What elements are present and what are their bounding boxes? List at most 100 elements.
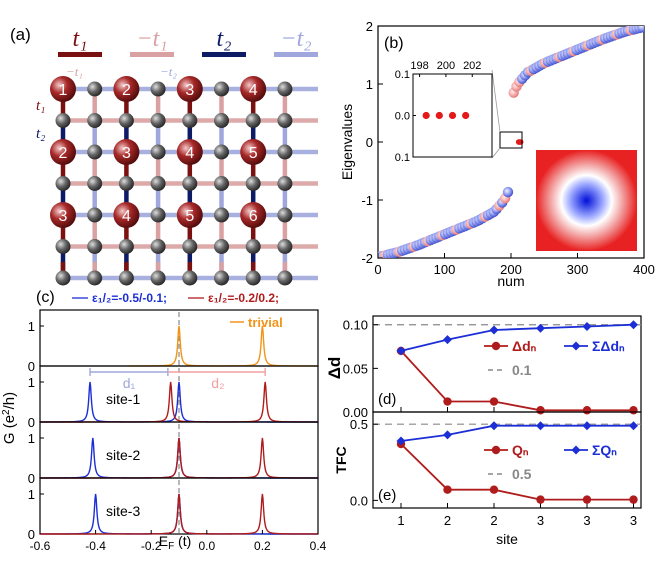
panel-c-conductance-chart: (c) ε₁/₂=-0.5/-0.1; ε₁/₂=-0.2/0.2; 0101s… bbox=[1, 289, 327, 553]
data-point bbox=[582, 421, 592, 431]
data-point bbox=[582, 406, 592, 415]
site-number: 2 bbox=[59, 145, 68, 162]
panel-e-xlabel: site bbox=[496, 531, 518, 547]
series-line bbox=[400, 350, 634, 412]
lattice-atom bbox=[87, 270, 103, 286]
panel-c-ytick-label: 1 bbox=[28, 487, 35, 502]
panel-b-spectrum bbox=[378, 26, 644, 258]
ytick-label: 0.5 bbox=[350, 417, 368, 432]
hopping-legend-swatch bbox=[202, 52, 246, 57]
panel-c-xtick-label: -0.2 bbox=[141, 539, 162, 553]
lattice-atom bbox=[182, 176, 198, 191]
zoom-box bbox=[499, 131, 523, 149]
lattice-atom bbox=[214, 176, 229, 191]
panel-c-ytick-label: 0 bbox=[28, 527, 35, 542]
panel-a-label: (a) bbox=[10, 25, 31, 44]
lattice-atom bbox=[245, 239, 261, 254]
data-point bbox=[396, 346, 406, 356]
inset-ytick-label: 0.1 bbox=[395, 69, 410, 81]
site-number: 3 bbox=[185, 82, 194, 99]
panel-c-ytick-label: 0 bbox=[28, 471, 35, 486]
panel-b-ytick-label: -2 bbox=[361, 251, 373, 266]
trivial-label: trivial bbox=[248, 315, 283, 330]
sublattice-site bbox=[50, 202, 76, 228]
lattice-atom bbox=[214, 144, 229, 160]
panel-b-ytick-label: 2 bbox=[366, 19, 373, 34]
panel-c-ytick-label: 1 bbox=[28, 319, 35, 334]
lattice-atom bbox=[150, 270, 166, 286]
panel-c-ylabel: G (e2/h) bbox=[1, 392, 18, 444]
inset-xtick-label: 198 bbox=[410, 60, 428, 72]
lattice-atom bbox=[182, 113, 198, 128]
data-point bbox=[443, 397, 452, 406]
lattice-atom bbox=[55, 239, 71, 254]
panel-c-xtick-label: 0.0 bbox=[198, 539, 215, 553]
lattice-atom bbox=[277, 207, 293, 223]
reference-legend-label: 0.1 bbox=[512, 362, 532, 378]
site-number: 4 bbox=[249, 82, 258, 99]
data-point bbox=[536, 323, 545, 333]
site-number: 6 bbox=[249, 208, 258, 225]
lattice-atom bbox=[277, 239, 293, 254]
lattice-atom bbox=[150, 176, 166, 191]
zoom-pointer-line bbox=[491, 69, 501, 133]
site-number: 4 bbox=[185, 145, 194, 162]
data-point bbox=[443, 430, 452, 440]
inset-zero-mode-point bbox=[422, 111, 430, 120]
lattice-atom bbox=[150, 81, 166, 97]
panel-c-ytick-label: 1 bbox=[28, 431, 35, 446]
legend-marker bbox=[571, 341, 581, 351]
sublattice-site bbox=[113, 76, 140, 102]
site-label: site-3 bbox=[106, 503, 140, 519]
legend-text-red: ε₁/₂=-0.2/0.2; bbox=[208, 291, 279, 305]
lattice-atom bbox=[214, 113, 229, 128]
panel-c-ytick-label: 0 bbox=[28, 415, 35, 430]
site-number: 5 bbox=[185, 208, 194, 225]
panel-b-xtick-label: 200 bbox=[500, 262, 522, 277]
panel-c-xtick-label: -0.6 bbox=[30, 539, 51, 553]
sublattice-site bbox=[176, 202, 203, 228]
lattice-atom bbox=[150, 144, 166, 160]
panel-e-frame bbox=[372, 411, 642, 509]
sublattice-site bbox=[113, 139, 140, 165]
xtick-label: 3 bbox=[537, 513, 544, 528]
lattice-atom bbox=[150, 113, 166, 128]
data-point bbox=[396, 436, 406, 446]
legend-label: ΣQₙ bbox=[592, 442, 617, 458]
bond-label-t1: t₁ bbox=[36, 98, 45, 114]
lattice-atom bbox=[55, 176, 71, 191]
data-point bbox=[536, 406, 545, 415]
lattice-atom bbox=[214, 81, 229, 97]
data-point bbox=[629, 421, 638, 431]
lattice-atom bbox=[87, 239, 103, 254]
legend-label: ΣΔdₙ bbox=[592, 338, 625, 354]
lattice-atom bbox=[118, 270, 134, 286]
lattice-atom bbox=[182, 270, 198, 286]
legend-marker bbox=[491, 445, 501, 455]
panel-b-label: (b) bbox=[384, 35, 404, 52]
data-point bbox=[629, 406, 638, 415]
zero-mode-point bbox=[517, 139, 524, 145]
hopping-legend-swatch bbox=[130, 52, 174, 57]
data-point bbox=[489, 325, 499, 335]
inset-xtick-label: 202 bbox=[463, 60, 481, 72]
eigenvalue-point bbox=[637, 26, 644, 33]
sublattice-site bbox=[240, 139, 267, 165]
hopping-legend-swatch bbox=[58, 52, 102, 57]
lattice-atom bbox=[214, 239, 229, 254]
panel-b-xlabel: num bbox=[497, 273, 524, 289]
panel-e-label: (e) bbox=[378, 487, 396, 504]
panel-c-xtick-label: -0.4 bbox=[85, 539, 106, 553]
lattice-atom bbox=[245, 113, 261, 128]
data-point bbox=[489, 421, 499, 431]
xtick-label: 2 bbox=[444, 513, 451, 528]
panel-b-xtick-label: 100 bbox=[434, 262, 456, 277]
sublattice-site bbox=[240, 202, 267, 228]
panel-b-xtick-label: 0 bbox=[374, 262, 381, 277]
lattice-atom bbox=[245, 176, 261, 191]
panel-c-xtick-label: 0.2 bbox=[254, 539, 271, 553]
